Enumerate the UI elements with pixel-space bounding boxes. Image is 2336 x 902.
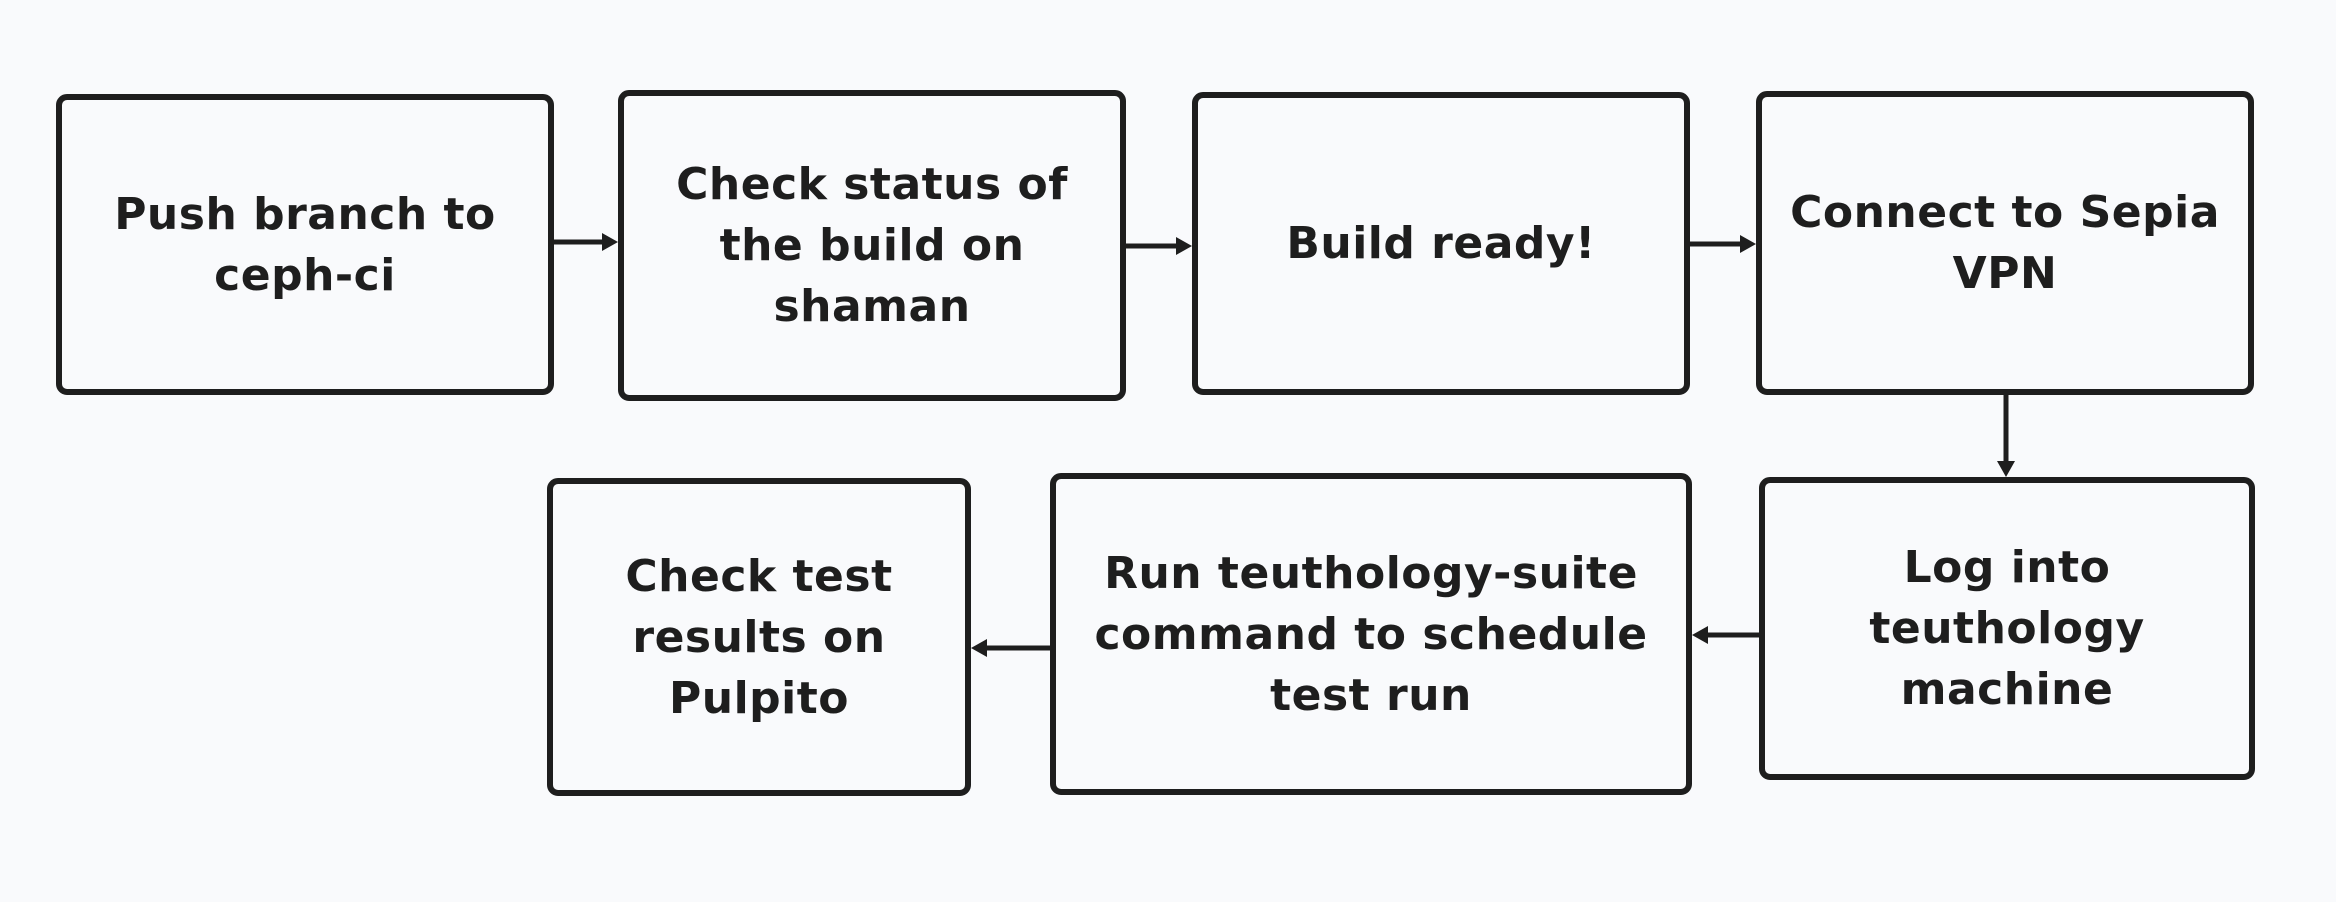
edge-check-status-to-build-ready [1126,237,1192,255]
arrowhead-icon [602,233,618,251]
edge-run-suite-to-check-results [971,639,1050,657]
node-label-connect-vpn: Connect to Sepia VPN [1790,187,2220,299]
arrowhead-icon [1740,235,1756,253]
edge-build-ready-to-connect-vpn [1690,235,1756,253]
node-check-status: Check status of the build on shaman [618,90,1126,401]
node-label-run-suite: Run teuthology-suite command to schedule… [1094,547,1648,721]
node-label-log-into: Log into teuthology machine [1869,542,2145,715]
node-connect-vpn: Connect to Sepia VPN [1756,91,2254,395]
node-log-into: Log into teuthology machine [1759,477,2255,780]
node-check-results: Check test results on Pulpito [547,478,971,796]
arrowhead-icon [1997,461,2015,477]
edge-log-into-to-run-suite [1692,626,1759,644]
node-label-build-ready: Build ready! [1286,218,1596,269]
arrowhead-icon [971,639,987,657]
arrowhead-icon [1176,237,1192,255]
node-label-push-branch: Push branch to ceph-ci [114,188,496,301]
edge-push-branch-to-check-status [554,233,618,251]
node-label-check-results: Check test results on Pulpito [625,550,893,724]
node-build-ready: Build ready! [1192,92,1690,395]
edge-connect-vpn-to-log-into [1997,395,2015,477]
node-push-branch: Push branch to ceph-ci [56,94,554,395]
arrowhead-icon [1692,626,1708,644]
node-label-check-status: Check status of the build on shaman [676,159,1068,332]
node-run-suite: Run teuthology-suite command to schedule… [1050,473,1692,795]
